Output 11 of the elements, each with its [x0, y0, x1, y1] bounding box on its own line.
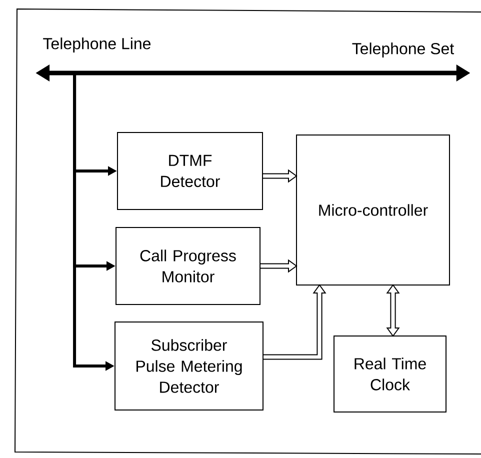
line-label: Telephone Line [43, 38, 151, 52]
line-label: Telephone Set [352, 42, 454, 58]
block-box: DTMF Detector [117, 132, 263, 210]
block-box: Subscriber Pulse Metering Detector [114, 322, 264, 410]
block-box: Real Time Clock [334, 336, 446, 412]
hollow-arrow [386, 284, 400, 337]
hollow-arrow [262, 284, 326, 360]
hollow-arrow [260, 259, 298, 273]
hollow-arrow [262, 169, 298, 183]
block-box: Micro-controller [296, 134, 450, 286]
block-box: Call Progress Monitor [116, 227, 260, 305]
